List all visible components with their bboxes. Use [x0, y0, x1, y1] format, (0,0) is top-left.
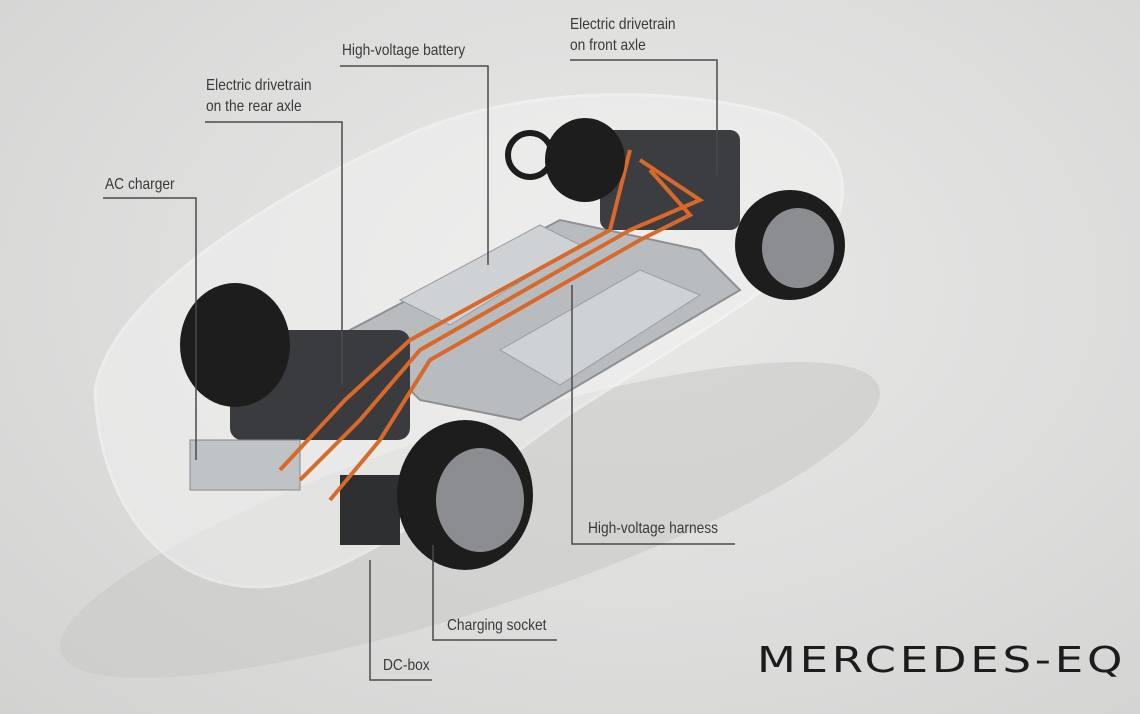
mercedes-eq-logo: MERCEDES-EQ	[757, 640, 1127, 681]
callout-lines	[103, 59, 735, 681]
wheels	[180, 118, 845, 570]
label-high-voltage-battery: High-voltage battery	[342, 42, 466, 59]
ac-charger-unit	[189, 439, 301, 491]
label-rear-axle-line2: on the rear axle	[206, 98, 302, 115]
high-voltage-cables	[278, 149, 705, 502]
battery-module-rear	[499, 269, 702, 386]
label-dc-box: DC-box	[383, 657, 430, 674]
steering-wheel	[505, 130, 555, 180]
label-front-axle-line2: on front axle	[570, 37, 646, 54]
battery-platform	[348, 218, 742, 422]
label-front-axle-line1: Electric drivetrain	[570, 16, 676, 33]
label-high-voltage-harness: High-voltage harness	[588, 520, 719, 537]
label-rear-axle-line1: Electric drivetrain	[206, 77, 312, 94]
label-ac-charger: AC charger	[105, 176, 175, 193]
label-charging-socket: Charging socket	[447, 617, 547, 634]
dc-box-unit	[340, 475, 400, 545]
